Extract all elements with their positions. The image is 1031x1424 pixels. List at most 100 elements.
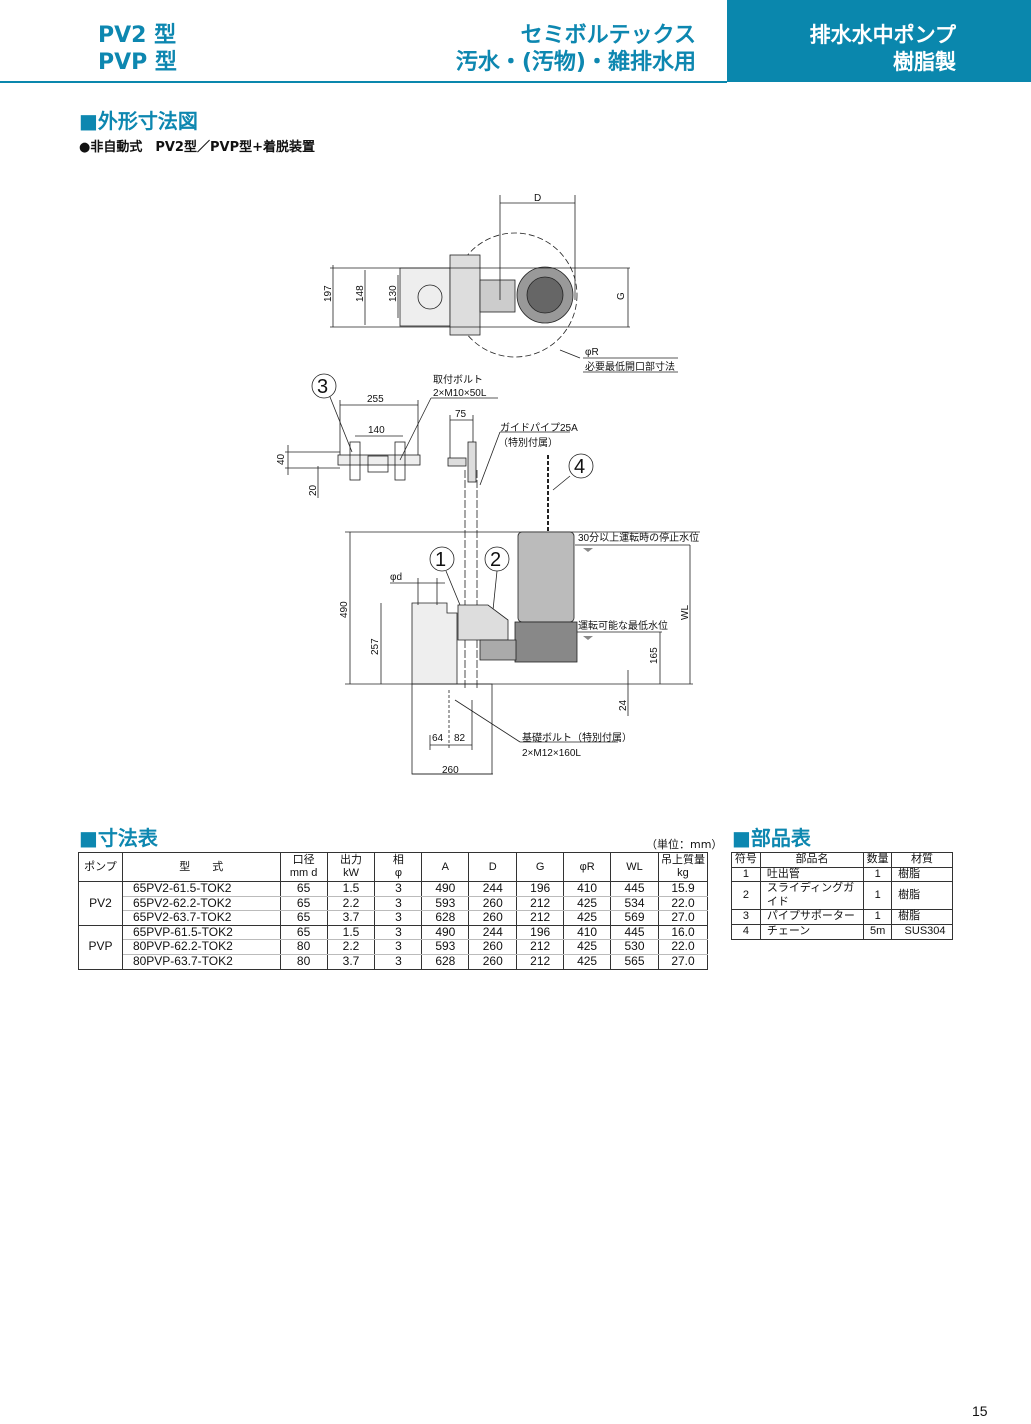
table-cell: 80 xyxy=(279,939,328,955)
table-cell: 65PV2-63.7-TOK2 xyxy=(121,910,281,926)
col-phase-label: 相 xyxy=(392,854,404,866)
table-cell: 212 xyxy=(516,939,565,955)
parts-header-cell: 数量 xyxy=(863,852,893,868)
unit-note: （単位：mm） xyxy=(646,838,723,851)
table-cell: 628 xyxy=(421,953,470,970)
col-R: φR xyxy=(563,852,612,882)
series-use: 汚水・(汚物)・雑排水用 xyxy=(455,50,696,75)
model-pvp: PVP 型 xyxy=(98,50,177,75)
table-cell: 65PV2-61.5-TOK2 xyxy=(121,881,281,897)
table-cell: 1.5 xyxy=(326,924,376,941)
table-cell: 1 xyxy=(863,909,893,925)
dim-82: 82 xyxy=(454,733,466,744)
table-cell: 3 xyxy=(374,953,423,970)
table-cell: 410 xyxy=(563,924,612,941)
table-cell: 22.0 xyxy=(657,939,709,955)
dim-20: 20 xyxy=(308,484,319,496)
col-G: G xyxy=(516,852,565,882)
callout-circles xyxy=(311,373,594,611)
table-cell: 3 xyxy=(731,909,761,925)
table-cell: 27.0 xyxy=(657,910,709,926)
dim-257: 257 xyxy=(370,638,381,655)
outline-heading: ■外形寸法図 xyxy=(79,109,198,133)
table-cell: 65 xyxy=(279,895,328,912)
table-cell: 樹脂 xyxy=(891,881,953,911)
table-cell: 樹脂 xyxy=(891,866,953,883)
dim-130: 130 xyxy=(388,285,399,302)
table-cell: 1 xyxy=(863,881,893,911)
col-bore-unit: mm d xyxy=(289,867,318,879)
mounting-bolt-spec: 2×M10×50L xyxy=(433,388,487,399)
elevation-view xyxy=(345,531,700,775)
table-cell: 534 xyxy=(610,895,659,912)
table-cell: 425 xyxy=(563,910,612,926)
guide-pipe-note: （特別付属） xyxy=(498,436,558,449)
table-cell: 80 xyxy=(279,953,328,970)
table-cell: 425 xyxy=(563,939,612,955)
dim-D: D xyxy=(534,193,541,204)
dim-phiR: φR xyxy=(585,347,599,358)
table-cell: 2 xyxy=(731,881,761,911)
col-output-label: 出力 xyxy=(340,854,363,866)
dim-490: 490 xyxy=(339,601,350,618)
table-cell: 244 xyxy=(468,924,518,941)
table-cell: 65 xyxy=(279,881,328,897)
pipe-support-view xyxy=(285,397,571,690)
table-cell: 15.9 xyxy=(657,881,709,897)
pump-group-cell: PVP xyxy=(78,924,123,970)
col-weight-unit: kg xyxy=(677,867,689,879)
table-cell: スライディングガイド xyxy=(759,881,865,911)
dim-140: 140 xyxy=(368,425,385,436)
table-cell: 3 xyxy=(374,895,423,912)
table-cell: 260 xyxy=(468,953,518,970)
table-cell: 425 xyxy=(563,953,612,970)
category-material: 樹脂製 xyxy=(893,50,956,74)
table-cell: 1 xyxy=(731,866,761,883)
callout-2: 2 xyxy=(490,549,501,571)
dim-75: 75 xyxy=(455,409,467,420)
table-cell: 196 xyxy=(516,924,565,941)
table-cell: 260 xyxy=(468,895,518,912)
min-water-level-label: 運転可能な最低水位 xyxy=(578,619,668,632)
table-cell: 3.7 xyxy=(326,910,376,926)
table-cell: SUS304 xyxy=(891,923,953,940)
table-cell: 3 xyxy=(374,939,423,955)
category-name: 排水水中ポンプ xyxy=(809,23,956,47)
dim-260: 260 xyxy=(442,765,459,776)
min-opening-note: 必要最低開口部寸法 xyxy=(585,360,675,373)
table-cell: 65PVP-61.5-TOK2 xyxy=(121,924,281,941)
table-cell: 80PVP-62.2-TOK2 xyxy=(121,939,281,955)
table-cell: パイプサポーター xyxy=(759,909,865,925)
table-cell: 628 xyxy=(421,910,470,926)
table-cell: 3 xyxy=(374,910,423,926)
table-cell: 1.5 xyxy=(326,881,376,897)
parts-header-cell: 材質 xyxy=(891,852,953,868)
table-cell: 196 xyxy=(516,881,565,897)
parts-table-heading: ■部品表 xyxy=(732,826,811,850)
table-cell: 65 xyxy=(279,924,328,941)
dim-64: 64 xyxy=(432,733,444,744)
table-cell: 490 xyxy=(421,924,470,941)
table-cell: 4 xyxy=(731,923,761,940)
table-cell: 212 xyxy=(516,953,565,970)
callout-1: 1 xyxy=(435,549,446,571)
table-cell: 565 xyxy=(610,953,659,970)
model-names: PV2 型 PVP 型 xyxy=(98,22,177,76)
table-cell: 490 xyxy=(421,881,470,897)
col-model: 型 式 xyxy=(121,852,281,882)
table-cell: 593 xyxy=(421,895,470,912)
table-cell: 260 xyxy=(468,910,518,926)
